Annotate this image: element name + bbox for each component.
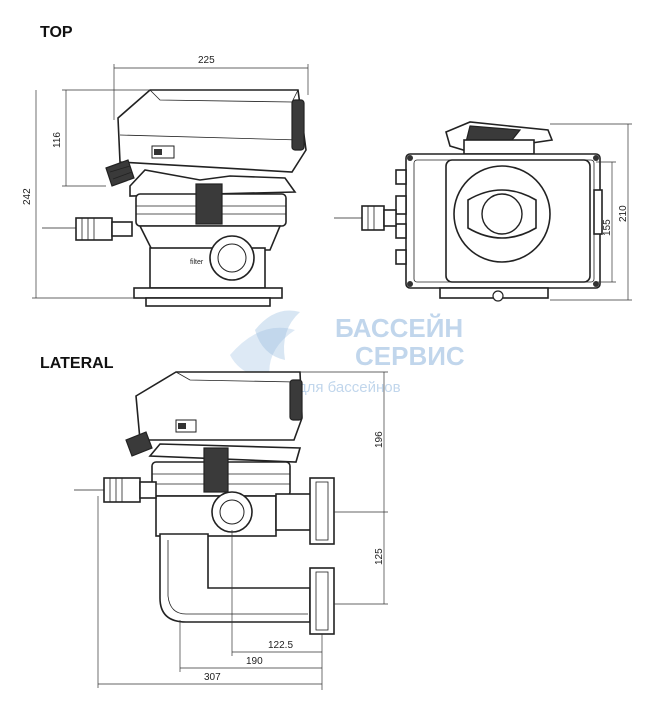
handle-icon bbox=[291, 99, 305, 151]
watermark-line2: СЕРВИС bbox=[355, 341, 465, 371]
top-view-dimensions: 225 116 242 bbox=[22, 55, 309, 299]
top-view-drawing: filter bbox=[42, 89, 307, 307]
heading-top: TOP bbox=[40, 24, 73, 41]
dim-307: 307 bbox=[204, 672, 221, 683]
watermark-line1: БАССЕЙН bbox=[335, 313, 463, 343]
dim-242: 242 bbox=[22, 188, 33, 205]
dim-190: 190 bbox=[246, 656, 263, 667]
lateral-view-drawing bbox=[74, 371, 335, 635]
top-view-right-drawing bbox=[334, 121, 603, 302]
dim-196: 196 bbox=[374, 431, 385, 448]
dim-225: 225 bbox=[198, 55, 215, 66]
dim-210: 210 bbox=[618, 205, 629, 222]
top-view-right-dimensions: 210 155 bbox=[550, 123, 632, 301]
heading-lateral: LATERAL bbox=[40, 355, 114, 372]
lateral-handle-icon bbox=[289, 379, 303, 421]
lateral-view-dimensions: 196 125 122.5 190 307 bbox=[97, 371, 388, 690]
dim-122-5: 122.5 bbox=[268, 640, 293, 651]
dim-155: 155 bbox=[602, 219, 613, 236]
dim-125: 125 bbox=[374, 548, 385, 565]
dim-116: 116 bbox=[52, 132, 63, 148]
valve-tag-label: filter bbox=[190, 259, 204, 266]
